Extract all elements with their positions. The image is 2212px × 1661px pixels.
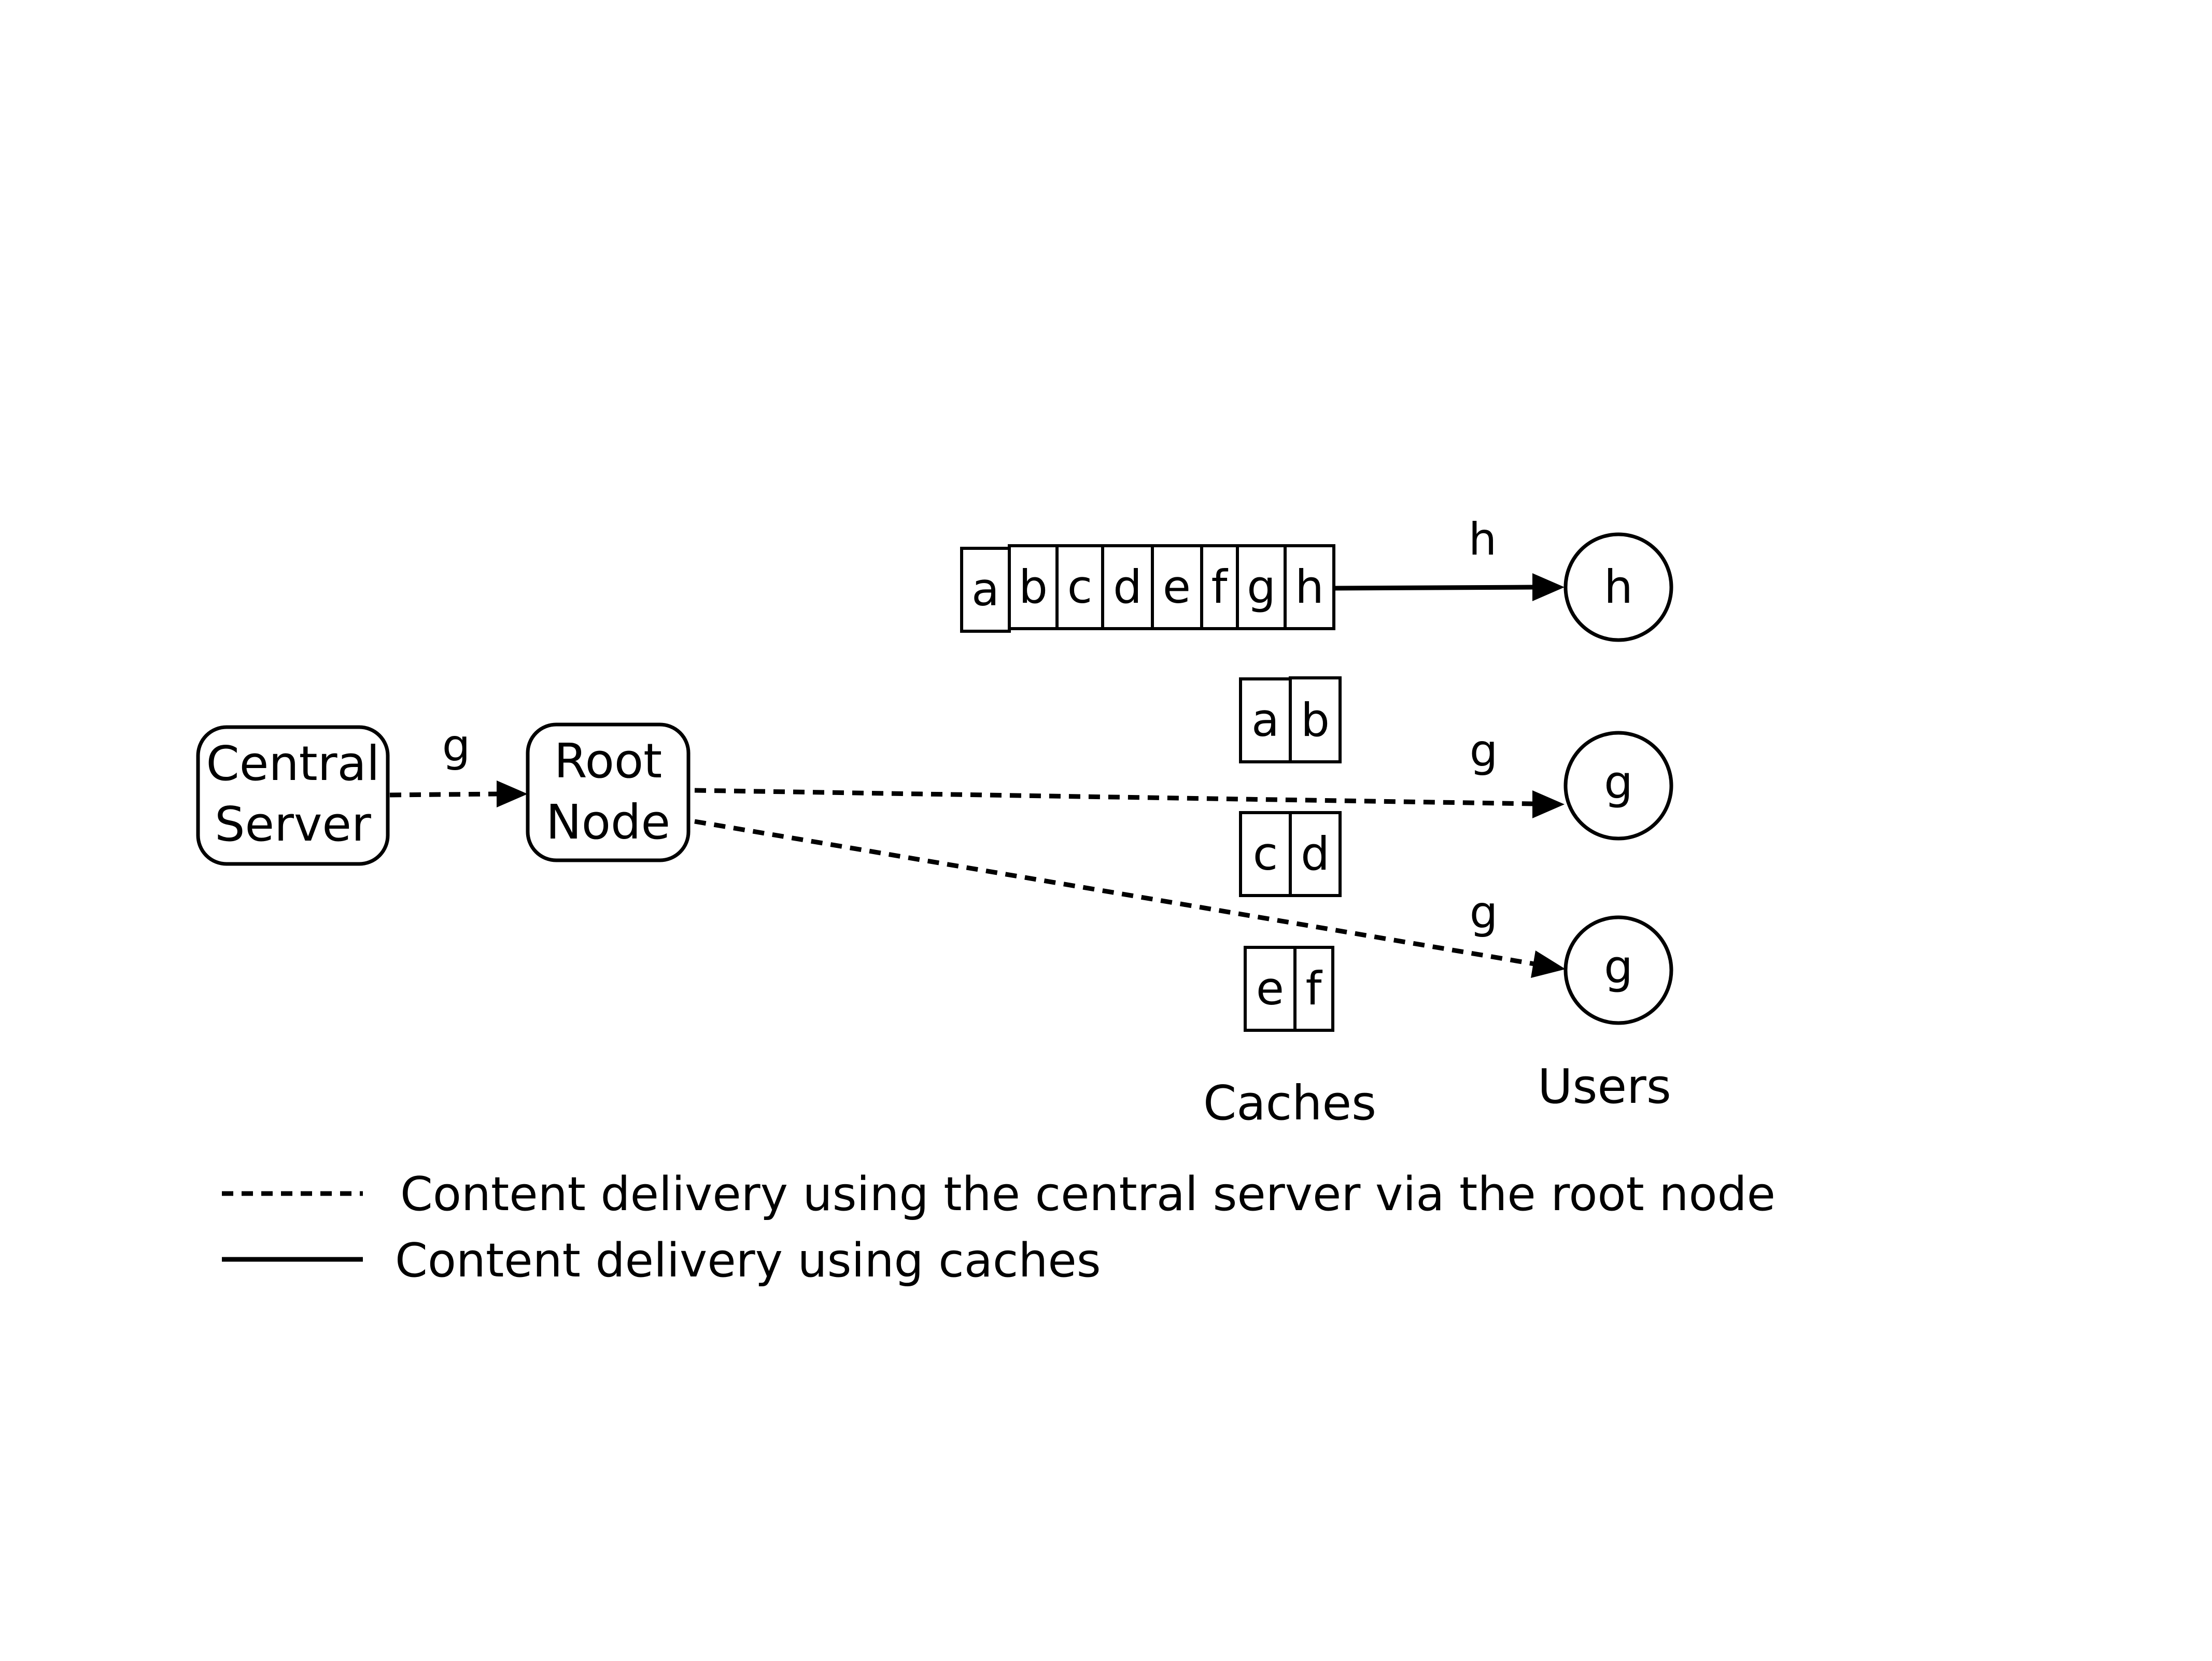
arrowhead <box>497 780 528 807</box>
cache-cell <box>1239 677 1292 763</box>
central-server-label-line1: Central <box>206 736 380 791</box>
cache-item: a <box>1251 693 1279 747</box>
solid-arrow-line <box>1334 585 1534 591</box>
root-node-label-line1: Root <box>554 733 662 789</box>
users-label: Users <box>1538 1059 1671 1114</box>
legend: Content delivery using the central serve… <box>222 1167 1776 1288</box>
user-circle <box>1563 915 1673 1025</box>
cache-cell <box>1101 544 1154 630</box>
cache-item: b <box>1301 693 1330 747</box>
legend-dashed-label: Content delivery using the central serve… <box>400 1167 1776 1222</box>
cache-item: h <box>1295 560 1324 614</box>
cache-item: f <box>1306 962 1323 1015</box>
cache-ab: a b <box>1239 676 1342 763</box>
arrowhead <box>1532 573 1565 601</box>
cache-item: e <box>1256 962 1284 1015</box>
full-cache: a b c d e f g h <box>960 544 1335 633</box>
dashed-arrow-line <box>694 788 1534 806</box>
user-circle <box>1563 532 1673 642</box>
edge-server-to-root: g <box>389 720 528 807</box>
cache-item: c <box>1253 827 1278 881</box>
central-server-label-line2: Server <box>215 797 371 852</box>
cache-cell <box>960 547 1011 633</box>
central-server-box <box>196 725 390 866</box>
root-node-box <box>526 722 691 862</box>
user-label: g <box>1604 940 1633 993</box>
cache-item: d <box>1113 560 1142 614</box>
user-circle <box>1563 731 1673 841</box>
edge-label: g <box>1470 887 1498 939</box>
arrowhead <box>1531 950 1566 978</box>
edge-root-to-user2: g <box>694 725 1565 818</box>
cache-cell <box>1284 544 1335 630</box>
cache-item: c <box>1067 560 1092 614</box>
cache-item: g <box>1247 560 1276 614</box>
arrowhead <box>1532 790 1565 818</box>
legend-solid-label: Content delivery using caches <box>395 1233 1101 1288</box>
user-label: g <box>1604 756 1633 809</box>
cache-cell <box>1244 946 1297 1032</box>
cache-item: d <box>1301 827 1330 881</box>
user-3: g <box>1563 915 1673 1025</box>
root-node-label-line2: Node <box>546 794 670 850</box>
user-1: h <box>1563 532 1673 642</box>
caches-label: Caches <box>1203 1075 1376 1131</box>
central-server-node: Central Server <box>196 725 390 866</box>
cache-cd: c d <box>1239 811 1342 897</box>
edge-root-to-user3: g <box>694 819 1566 978</box>
cache-item: a <box>971 563 999 616</box>
cache-cell <box>1151 544 1203 630</box>
dashed-arrow-line <box>389 791 498 798</box>
cache-cell <box>1200 544 1239 630</box>
cache-cell <box>1289 676 1342 763</box>
cache-cell <box>1239 811 1292 897</box>
dashed-arrow-line <box>694 819 1535 967</box>
root-node: Root Node <box>526 722 691 862</box>
cache-item: f <box>1211 560 1229 614</box>
user-2: g <box>1563 731 1673 841</box>
cache-item: b <box>1019 560 1048 614</box>
edge-label: g <box>1470 725 1498 777</box>
cache-item: e <box>1163 560 1191 614</box>
cache-cell <box>1289 811 1342 897</box>
cache-cell <box>1293 946 1334 1032</box>
edge-label: g <box>442 720 471 772</box>
cache-ef: e f <box>1244 946 1334 1032</box>
edge-label: h <box>1469 514 1497 565</box>
edge-cache-to-user1: h <box>1334 514 1565 601</box>
user-label: h <box>1604 560 1633 614</box>
